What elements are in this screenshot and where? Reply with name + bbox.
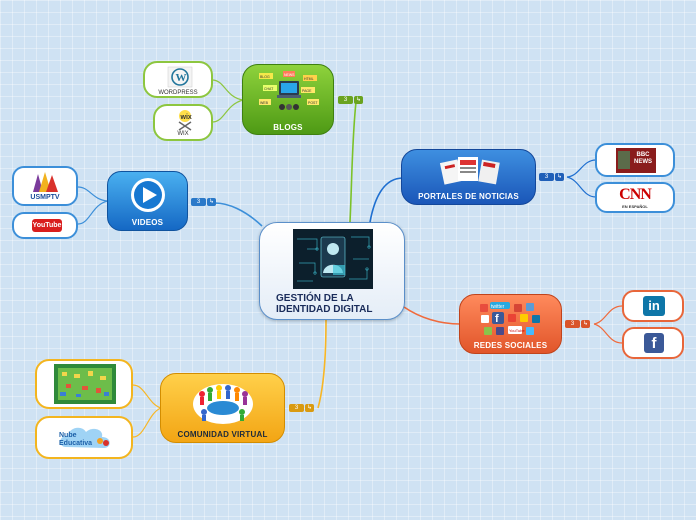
portales-link-icon: ↳ xyxy=(555,173,565,181)
community-map-node[interactable] xyxy=(35,359,133,409)
wordpress-logo-icon: W xyxy=(167,66,193,88)
wordpress-node[interactable]: W WORDPRESS xyxy=(143,61,213,98)
blogs-label: BLOGS xyxy=(273,123,303,132)
comunidad-notes-count: 3 xyxy=(289,404,304,412)
bbc-news-logo-text: BBC NEWS xyxy=(634,152,652,165)
redes-notes-count: 3 xyxy=(565,320,580,328)
central-topic-node[interactable]: GESTIÓN DE LA IDENTIDAD DIGITAL xyxy=(259,222,405,320)
newspapers-image-icon xyxy=(439,157,500,185)
wordpress-label: WORDPRESS xyxy=(158,90,198,96)
videos-badge[interactable]: 3 ↳ xyxy=(191,198,217,206)
cnn-sub-text: EN ESPAÑOL xyxy=(622,204,648,209)
blogs-link-icon: ↳ xyxy=(354,96,364,104)
svg-text:CHAT: CHAT xyxy=(264,87,274,91)
nube-educativa-node[interactable]: Nube Educativa xyxy=(35,416,133,459)
social-icons-image-icon: twitter f YouTube xyxy=(480,302,540,335)
svg-text:NEWS: NEWS xyxy=(284,73,295,77)
nube-educativa-logo-text: Nube Educativa xyxy=(59,432,93,447)
youtube-logo-icon: YouTube xyxy=(32,219,62,232)
portales-notes-count: 3 xyxy=(539,173,554,181)
wix-node[interactable]: wix WIX xyxy=(153,104,213,141)
wix-label: WIX xyxy=(177,131,189,137)
cnn-logo-icon: CNN xyxy=(619,186,652,203)
redes-link-icon: ↳ xyxy=(581,320,591,328)
comunidad-badge[interactable]: 3 ↳ xyxy=(289,404,315,412)
videos-notes-count: 3 xyxy=(191,198,206,206)
svg-text:WEB: WEB xyxy=(260,101,269,105)
usmptv-logo-text: USMPTV xyxy=(30,194,60,201)
comunidad-virtual-node[interactable]: COMUNIDAD VIRTUAL xyxy=(160,373,285,443)
linkedin-node[interactable]: in xyxy=(622,290,684,322)
videos-label: VIDEOS xyxy=(131,218,164,227)
wix-logo-icon: wix xyxy=(178,110,192,131)
svg-text:twitter: twitter xyxy=(491,304,505,310)
facebook-logo-icon: f xyxy=(644,333,664,353)
play-button-icon xyxy=(131,178,165,212)
cnn-node[interactable]: CNN EN ESPAÑOL xyxy=(595,182,675,213)
usmptv-node[interactable]: USMPTV xyxy=(12,166,78,206)
nube-educativa-logo-icon xyxy=(60,427,110,448)
svg-text:W: W xyxy=(176,72,187,84)
svg-text:HTML: HTML xyxy=(304,77,314,81)
digital-identity-image-icon xyxy=(293,229,373,289)
blogs-notes-count: 3 xyxy=(338,96,353,104)
portales-noticias-node[interactable]: PORTALES DE NOTICIAS xyxy=(401,149,536,205)
community-map-image-icon xyxy=(54,364,116,404)
facebook-node[interactable]: f xyxy=(622,327,684,359)
comunidad-virtual-label: COMUNIDAD VIRTUAL xyxy=(177,430,268,439)
community-people-image-icon xyxy=(193,384,253,424)
svg-text:BLOG: BLOG xyxy=(260,75,270,79)
linkedin-logo-icon: in xyxy=(643,296,665,316)
svg-text:YouTube: YouTube xyxy=(509,328,525,333)
svg-text:wix: wix xyxy=(180,114,192,121)
comunidad-link-icon: ↳ xyxy=(305,404,315,412)
svg-text:PAGE: PAGE xyxy=(302,89,312,93)
blogs-image-icon: BLOG NEWS HTML CHAT PAGE WEB POST xyxy=(257,69,321,115)
videos-link-icon: ↳ xyxy=(207,198,217,206)
usmptv-logo-icon xyxy=(33,172,58,192)
redes-sociales-label: REDES SOCIALES xyxy=(473,341,548,350)
blogs-badge[interactable]: 3 ↳ xyxy=(338,96,364,104)
bbc-news-logo-icon: BBC NEWS xyxy=(616,148,656,173)
youtube-node[interactable]: YouTube xyxy=(12,212,78,239)
blogs-node[interactable]: BLOG NEWS HTML CHAT PAGE WEB POST BLOGS xyxy=(242,64,334,135)
svg-text:f: f xyxy=(495,313,499,325)
redes-badge[interactable]: 3 ↳ xyxy=(565,320,591,328)
central-topic-title: GESTIÓN DE LA IDENTIDAD DIGITAL xyxy=(276,293,373,315)
videos-node[interactable]: VIDEOS xyxy=(107,171,188,231)
portales-noticias-label: PORTALES DE NOTICIAS xyxy=(418,192,519,201)
redes-sociales-node[interactable]: twitter f YouTube REDES SOCIALES xyxy=(459,294,562,354)
bbc-news-node[interactable]: BBC NEWS xyxy=(595,143,675,177)
portales-badge[interactable]: 3 ↳ xyxy=(539,173,565,181)
svg-text:POST: POST xyxy=(308,101,318,105)
